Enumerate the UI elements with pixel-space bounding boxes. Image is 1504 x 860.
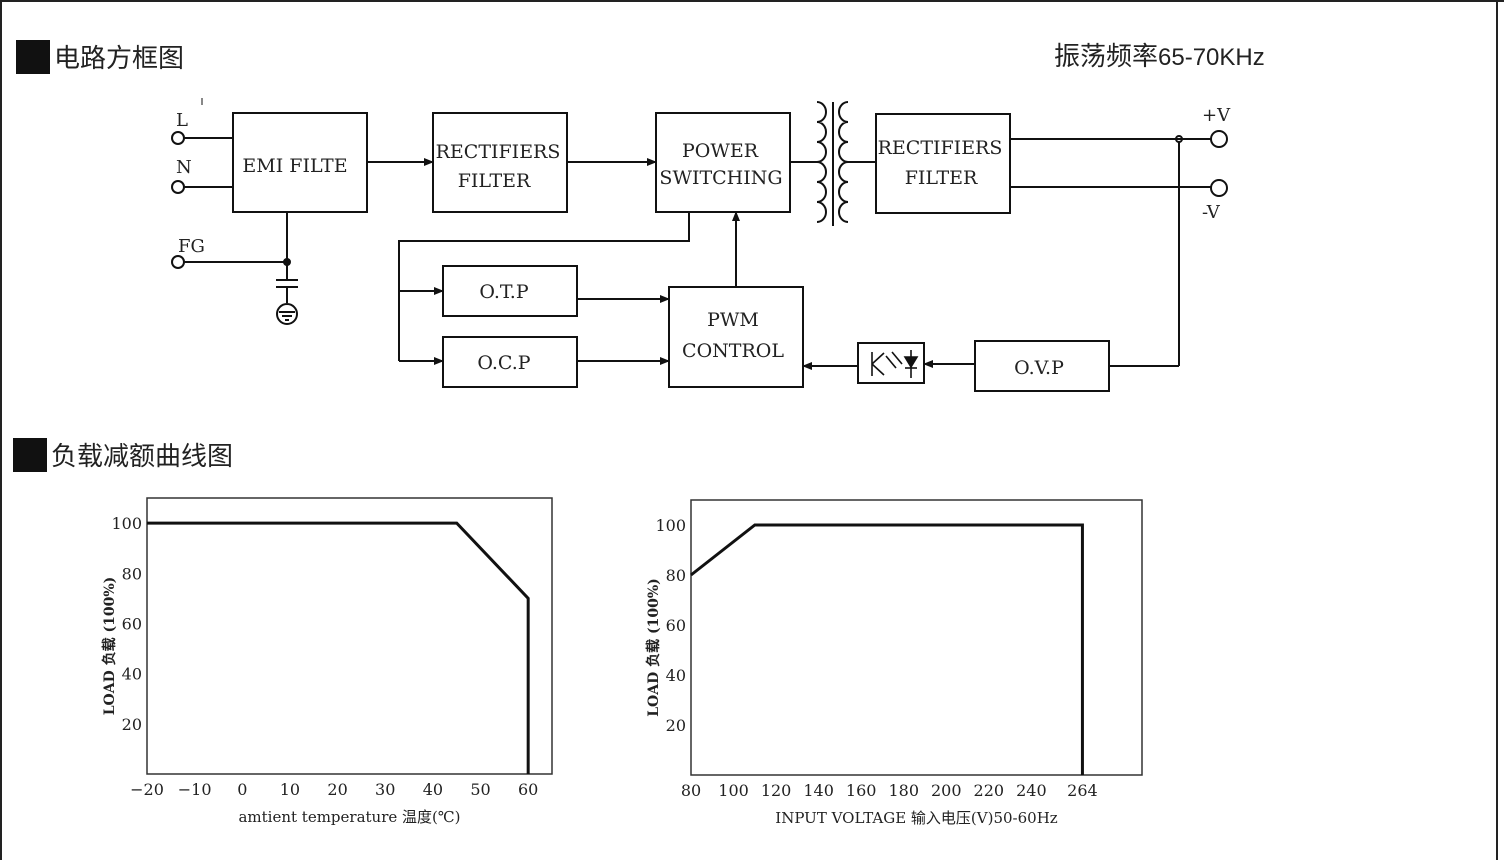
terminal-vpos-label: +V bbox=[1202, 105, 1231, 126]
derating-heading: 负载减额曲线图 bbox=[13, 436, 233, 473]
filter-label-1: FILTER bbox=[458, 170, 531, 192]
pwm-label: PWM bbox=[707, 309, 759, 331]
rectifiers-label-1: RECTIFIERS bbox=[436, 141, 561, 163]
x-tick-label: 60 bbox=[518, 780, 538, 799]
y-tick-label: 40 bbox=[122, 665, 142, 684]
y-tick-label: 60 bbox=[122, 614, 142, 633]
plot-frame bbox=[146, 497, 553, 775]
rectifiers-filter-box-2 bbox=[875, 113, 1011, 214]
x-tick-label: 200 bbox=[931, 781, 962, 800]
x-tick-label: 0 bbox=[237, 780, 247, 799]
y-tick-label: 100 bbox=[655, 516, 686, 535]
terminal-n-label: N bbox=[176, 157, 192, 178]
ocp-label: O.C.P bbox=[477, 352, 530, 374]
x-tick-label: 264 bbox=[1067, 781, 1098, 800]
y-tick-label: 20 bbox=[122, 715, 142, 734]
power-label: POWER bbox=[682, 140, 759, 162]
emi-filter-label: EMI FILTE bbox=[242, 155, 347, 177]
x-tick-label: 120 bbox=[761, 781, 792, 800]
block-diagram-title: 电路方框图 bbox=[54, 44, 185, 74]
frame-right-border bbox=[1496, 0, 1498, 860]
x-tick-label: −20 bbox=[130, 780, 164, 799]
transformer-icon bbox=[816, 101, 849, 226]
x-tick-label: −10 bbox=[178, 780, 212, 799]
x-tick-label: 50 bbox=[470, 780, 490, 799]
x-tick-label: 100 bbox=[718, 781, 749, 800]
x-tick-label: 10 bbox=[280, 780, 300, 799]
y-tick-label: 20 bbox=[666, 716, 686, 735]
temperature-derating-chart: −20 −10 0 10 20 30 40 50 60 20 40 60 80 100 amtient te… bbox=[101, 497, 553, 826]
heading-square-icon bbox=[13, 437, 47, 472]
y-tick-label: 60 bbox=[666, 616, 686, 635]
y-tick-label: 80 bbox=[122, 564, 142, 583]
ground-icon bbox=[276, 303, 298, 325]
control-label: CONTROL bbox=[682, 340, 784, 362]
frame-top-border bbox=[0, 0, 1504, 2]
ovp-label: O.V.P bbox=[1014, 357, 1064, 379]
x-tick-label: 180 bbox=[888, 781, 919, 800]
block-diagram-heading: 电路方框图 bbox=[16, 38, 184, 75]
terminal-fg-label: FG bbox=[178, 236, 205, 257]
otp-label: O.T.P bbox=[479, 281, 528, 303]
optocoupler-icon bbox=[871, 350, 919, 378]
y-tick-label: 100 bbox=[111, 514, 142, 533]
x-tick-label: 240 bbox=[1016, 781, 1047, 800]
x-tick-label: 160 bbox=[846, 781, 877, 800]
terminal-vneg bbox=[1210, 179, 1228, 197]
x-tick-label: 140 bbox=[803, 781, 834, 800]
terminal-vneg-label: -V bbox=[1202, 202, 1221, 223]
derating-curve bbox=[690, 523, 1084, 775]
y-tick-label: 80 bbox=[666, 566, 686, 585]
x-tick-label: 40 bbox=[423, 780, 443, 799]
voltage-derating-chart: 80 100 120 140 160 180 200 220 240 264 20 40 60 80 100… bbox=[645, 499, 1143, 827]
terminal-vpos bbox=[1210, 130, 1228, 148]
switching-label: SWITCHING bbox=[659, 167, 782, 189]
x-tick-label: 80 bbox=[681, 781, 701, 800]
heading-square-icon bbox=[16, 39, 50, 74]
rectifiers-label-2: RECTIFIERS bbox=[878, 137, 1003, 159]
x-axis-label: INPUT VOLTAGE 输入电压(V)50-60Hz bbox=[775, 809, 1057, 827]
y-tick-label: 40 bbox=[666, 666, 686, 685]
y-axis-label: LOAD 负载 (100%) bbox=[645, 578, 662, 717]
frame-left-border bbox=[0, 0, 2, 860]
derating-curve bbox=[147, 521, 530, 774]
oscillation-frequency: 振荡频率65-70KHz bbox=[1054, 36, 1265, 73]
frequency-value: 65-70KHz bbox=[1158, 44, 1265, 71]
x-tick-label: 30 bbox=[375, 780, 395, 799]
y-axis-label: LOAD 负载 (100%) bbox=[101, 577, 118, 716]
x-tick-label: 20 bbox=[327, 780, 347, 799]
plot-frame bbox=[690, 499, 1143, 776]
frequency-label: 振荡频率 bbox=[1054, 42, 1159, 72]
terminal-l-label: L bbox=[176, 110, 188, 131]
filter-label-2: FILTER bbox=[905, 167, 978, 189]
x-tick-label: 220 bbox=[974, 781, 1005, 800]
x-axis-label: amtient temperature 温度(℃) bbox=[238, 808, 460, 826]
derating-title: 负载减额曲线图 bbox=[51, 442, 234, 472]
